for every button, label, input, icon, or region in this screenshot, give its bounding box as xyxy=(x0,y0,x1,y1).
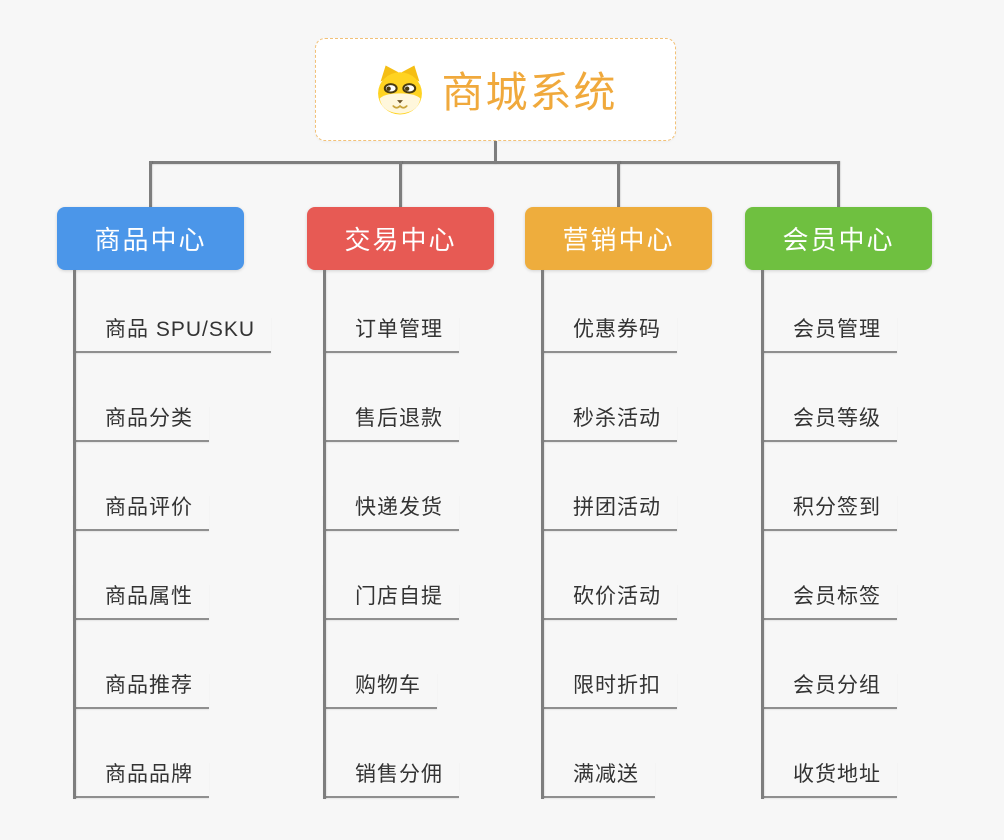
leaf-list: 商品 SPU/SKU 商品分类商品评价商品属性商品推荐商品品牌 xyxy=(73,317,272,798)
branch-column: 会员中心 会员管理会员等级积分签到会员标签会员分组收货地址 xyxy=(745,161,932,799)
connector-branch-drop xyxy=(617,161,620,207)
leaf-topic[interactable]: 满减送 xyxy=(541,762,655,798)
branch-column: 营销中心 优惠券码秒杀活动拼团活动砍价活动限时折扣满减送 xyxy=(525,161,712,799)
leaf-topic[interactable]: 会员管理 xyxy=(761,317,897,353)
branch-node[interactable]: 会员中心 xyxy=(745,207,932,270)
leaf-topic[interactable]: 订单管理 xyxy=(323,317,459,353)
leaf-topic[interactable]: 优惠券码 xyxy=(541,317,677,353)
leaf-topic[interactable]: 限时折扣 xyxy=(541,673,677,709)
root-title: 商城系统 xyxy=(441,69,618,116)
leaf-list: 订单管理售后退款快递发货门店自提购物车销售分佣 xyxy=(323,317,494,798)
leaf-topic[interactable]: 会员标签 xyxy=(761,584,897,620)
dog-face-icon xyxy=(378,65,423,114)
branch-node[interactable]: 营销中心 xyxy=(525,207,712,270)
leaf-topic[interactable]: 商品属性 xyxy=(73,584,209,620)
leaf-topic[interactable]: 秒杀活动 xyxy=(541,406,677,442)
leaf-topic[interactable]: 购物车 xyxy=(323,673,437,709)
leaf-topic[interactable]: 商品品牌 xyxy=(73,762,209,798)
connector-branch-trunk xyxy=(73,270,76,799)
connector-branch-trunk xyxy=(323,270,326,799)
branch-label: 交易中心 xyxy=(344,225,457,255)
connector-branch-trunk xyxy=(541,270,544,799)
leaf-list: 会员管理会员等级积分签到会员标签会员分组收货地址 xyxy=(761,317,932,798)
leaf-topic[interactable]: 门店自提 xyxy=(323,584,459,620)
connector-root-stem xyxy=(494,141,497,163)
leaf-topic[interactable]: 拼团活动 xyxy=(541,495,677,531)
leaf-topic[interactable]: 商品 SPU/SKU xyxy=(73,317,272,353)
leaf-topic[interactable]: 商品评价 xyxy=(73,495,209,531)
connector-branch-trunk xyxy=(761,270,764,799)
leaf-topic[interactable]: 商品分类 xyxy=(73,406,209,442)
connector-branch-drop xyxy=(399,161,402,207)
connector-branch-drop xyxy=(837,161,840,207)
root-node[interactable]: 商城系统 xyxy=(315,38,676,141)
branch-label: 会员中心 xyxy=(782,225,895,255)
leaf-topic[interactable]: 会员分组 xyxy=(761,673,897,709)
branch-label: 商品中心 xyxy=(94,225,207,255)
leaf-topic[interactable]: 快递发货 xyxy=(323,495,459,531)
leaf-topic[interactable]: 会员等级 xyxy=(761,406,897,442)
leaf-topic[interactable]: 砍价活动 xyxy=(541,584,677,620)
branch-label: 营销中心 xyxy=(562,225,675,255)
leaf-topic[interactable]: 商品推荐 xyxy=(73,673,209,709)
leaf-topic[interactable]: 收货地址 xyxy=(761,762,897,798)
connector-rail xyxy=(149,161,840,164)
branch-column: 交易中心 订单管理售后退款快递发货门店自提购物车销售分佣 xyxy=(307,161,494,799)
branch-column: 商品中心 商品 SPU/SKU 商品分类商品评价商品属性商品推荐商品品牌 xyxy=(57,161,272,799)
connector-branch-drop xyxy=(149,161,152,207)
leaf-topic[interactable]: 销售分佣 xyxy=(323,762,459,798)
leaf-topic[interactable]: 售后退款 xyxy=(323,406,459,442)
branch-node[interactable]: 交易中心 xyxy=(307,207,494,270)
leaf-list: 优惠券码秒杀活动拼团活动砍价活动限时折扣满减送 xyxy=(541,317,712,798)
leaf-topic[interactable]: 积分签到 xyxy=(761,495,897,531)
branch-node[interactable]: 商品中心 xyxy=(57,207,244,270)
